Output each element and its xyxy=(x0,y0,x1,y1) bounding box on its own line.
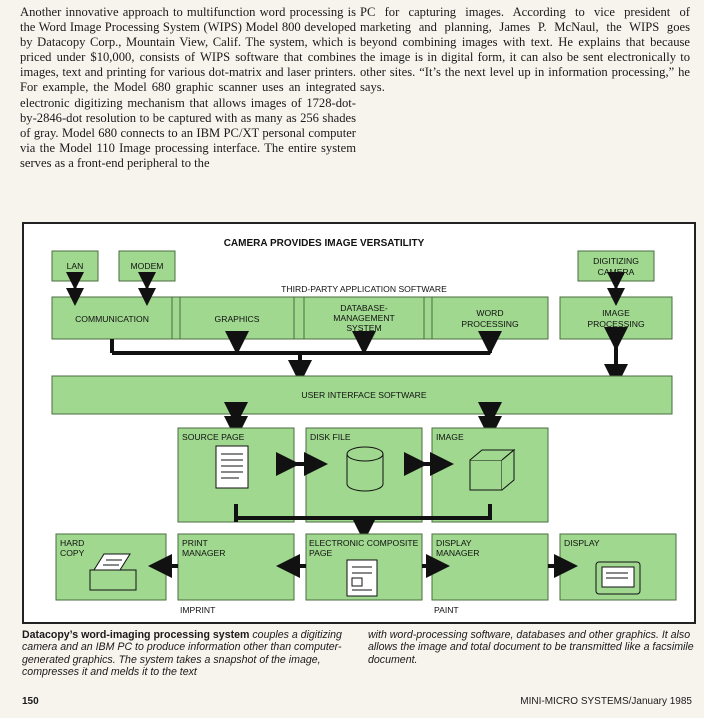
page-number: 150 xyxy=(22,696,39,707)
print-manager-box xyxy=(177,533,295,601)
composite-label-1: ELECTRONIC COMPOSITE xyxy=(309,538,419,548)
print-manager-label-1: PRINT xyxy=(182,538,209,548)
digitizing-camera-label-1: DIGITIZING xyxy=(593,256,639,266)
user-interface-band xyxy=(51,375,673,415)
diagram-canvas: CAMERA PROVIDES IMAGE VERSATILITY LAN MO… xyxy=(51,238,677,615)
hard-copy-label-2: COPY xyxy=(60,548,85,558)
article-right-column: PC for capturing images. According to vi… xyxy=(360,5,690,96)
display-label: DISPLAY xyxy=(564,538,600,548)
word-processing-label-2: PROCESSING xyxy=(461,319,519,329)
dbms-label-2: MANAGEMENT xyxy=(333,313,395,323)
third-party-label: THIRD-PARTY APPLICATION SOFTWARE xyxy=(281,284,447,294)
document-icon xyxy=(215,445,249,489)
hard-copy-label-1: HARD xyxy=(60,538,84,548)
print-manager-label-2: MANAGER xyxy=(182,548,225,558)
paint-label: PAINT xyxy=(434,605,459,615)
disk-icon xyxy=(346,446,384,492)
dbms-label-3: SYSTEM xyxy=(346,323,381,333)
image-label: IMAGE xyxy=(436,432,464,442)
display-manager-label-2: MANAGER xyxy=(436,548,479,558)
article-right-text: PC for capturing images. According to vi… xyxy=(360,5,690,95)
image-processing-label-2: PROCESSING xyxy=(587,319,645,329)
graphics-label: GRAPHICS xyxy=(215,314,260,324)
cube-icon xyxy=(469,448,516,491)
printer-icon xyxy=(89,553,137,591)
article-left-text: Another innovative approach to multifunc… xyxy=(20,5,356,170)
composite-document-icon xyxy=(346,559,378,597)
lan-label: LAN xyxy=(67,261,84,271)
article-left-column: Another innovative approach to multifunc… xyxy=(20,5,356,171)
display-manager-label-1: DISPLAY xyxy=(436,538,472,548)
figure-caption-right: with word-processing software, databases… xyxy=(368,629,694,666)
modem-label: MODEM xyxy=(131,261,164,271)
communication-label: COMMUNICATION xyxy=(75,314,149,324)
dbms-label-1: DATABASE- xyxy=(340,303,388,313)
digitizing-camera-label-2: CAMERA xyxy=(598,267,635,277)
image-processing-label-1: IMAGE xyxy=(602,308,630,318)
user-interface-label: USER INTERFACE SOFTWARE xyxy=(301,390,427,400)
monitor-icon xyxy=(595,561,641,595)
disk-file-label: DISK FILE xyxy=(310,432,351,442)
figure-caption-left: Datacopy’s word-imaging processing syste… xyxy=(22,629,354,679)
caption-bold-lead: Datacopy’s word-imaging processing syste… xyxy=(22,629,250,641)
word-processing-label-1: WORD xyxy=(476,308,503,318)
composite-label-2: PAGE xyxy=(309,548,333,558)
word-processing-box xyxy=(431,296,549,340)
system-diagram: CAMERA PROVIDES IMAGE VERSATILITY LAN MO… xyxy=(22,222,696,624)
diagram-title: CAMERA PROVIDES IMAGE VERSATILITY xyxy=(224,238,425,249)
publication-footer: MINI-MICRO SYSTEMS/January 1985 xyxy=(520,696,692,707)
imprint-label: IMPRINT xyxy=(180,605,216,615)
image-processing-box xyxy=(559,296,673,340)
source-page-label: SOURCE PAGE xyxy=(182,432,245,442)
caption-left-text: couples a digitizing camera and an IBM P… xyxy=(22,629,342,679)
